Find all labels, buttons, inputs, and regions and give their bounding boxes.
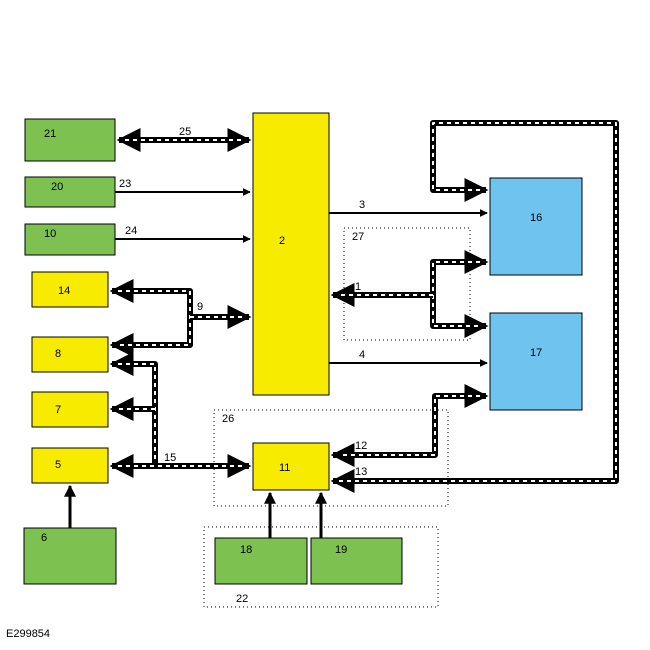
block-18-label: 18 [240, 544, 252, 556]
block-14 [31, 271, 109, 308]
bus-1 [430, 250, 489, 338]
figure-id: E299854 [6, 628, 51, 640]
block-5 [31, 447, 109, 484]
connector-23-label: 23 [119, 178, 131, 190]
block-17 [489, 312, 583, 411]
block-21-label: 21 [44, 128, 56, 140]
connector-15-label: 15 [164, 452, 176, 464]
block-7 [31, 391, 109, 428]
block-2-label: 2 [279, 235, 285, 247]
group-22-label: 22 [236, 593, 248, 605]
block-8-label: 8 [55, 348, 61, 360]
bus-9 [109, 279, 193, 357]
block-11 [252, 442, 330, 491]
connector-1-label: 1 [355, 281, 361, 293]
connector-9-label: 9 [197, 301, 203, 313]
block-10-label: 10 [44, 228, 56, 240]
bus-15 [109, 352, 158, 466]
block-16-label: 16 [530, 212, 542, 224]
group-26-label: 26 [222, 413, 234, 425]
block-18 [214, 537, 308, 585]
block-17-label: 17 [530, 347, 542, 359]
block-5-label: 5 [55, 459, 61, 471]
connector-25-label: 25 [179, 126, 191, 138]
block-19 [310, 537, 403, 585]
block-6-label: 6 [41, 532, 47, 544]
block-14-label: 14 [58, 285, 70, 297]
block-6 [23, 527, 117, 585]
block-7-label: 7 [55, 404, 61, 416]
block-8 [31, 336, 109, 373]
connector-12-label: 12 [355, 440, 367, 452]
block-20-label: 20 [51, 181, 63, 193]
bus-13 [330, 120, 619, 493]
connector-4-label: 4 [359, 349, 365, 361]
connector-24-label: 24 [125, 225, 137, 237]
block-20 [24, 176, 116, 208]
connector-3-label: 3 [359, 199, 365, 211]
block-21 [24, 118, 116, 162]
block-10 [24, 223, 116, 256]
block-16 [489, 177, 583, 276]
group-27-label: 27 [352, 231, 364, 243]
connector-13-label: 13 [355, 466, 367, 478]
block-2 [252, 112, 330, 396]
block-19-label: 19 [335, 544, 347, 556]
block-11-label: 11 [279, 462, 290, 474]
